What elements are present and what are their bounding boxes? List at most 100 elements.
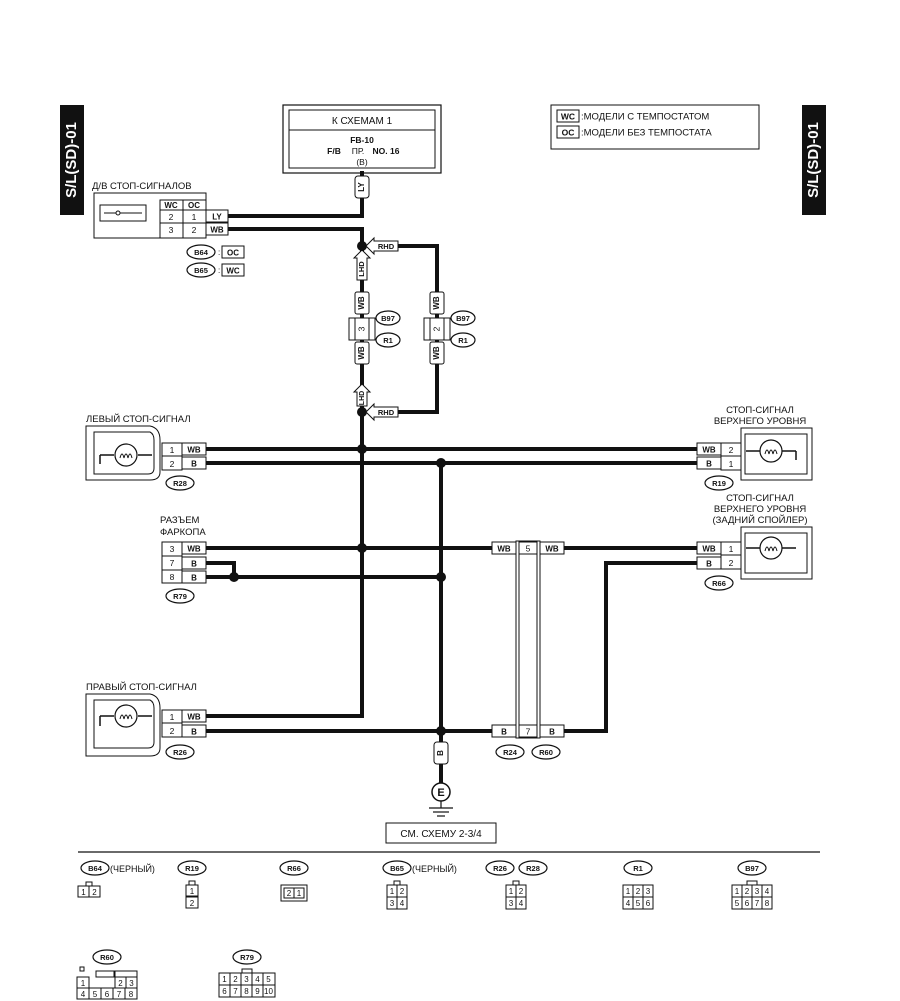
lhd-label-top: LHD xyxy=(357,261,366,277)
right-stop-title: ПРАВЫЙ СТОП-СИГНАЛ xyxy=(86,681,197,693)
conn-tag-b65: B65 xyxy=(194,266,208,275)
pin: 2 xyxy=(190,899,195,908)
conn-tag-r28: R28 xyxy=(173,479,187,488)
side-tab-right: S/L(SD)-01 xyxy=(802,105,826,215)
inline-pin-3: 3 xyxy=(356,326,366,331)
switch-col-wc: WC xyxy=(164,201,178,210)
right-stop-wire-b: B xyxy=(191,728,197,737)
junction-dot xyxy=(436,458,446,468)
right-stop-wire-wb: WB xyxy=(187,713,201,722)
pin: 1 xyxy=(390,887,395,896)
left-stop-title: ЛЕВЫЙ СТОП-СИГНАЛ xyxy=(86,413,191,425)
pin: 8 xyxy=(244,987,249,996)
conn-tag-r66: R66 xyxy=(712,579,726,588)
conn-face-r26-label: R26 xyxy=(493,864,507,873)
conn-tag-b97-rhd: B97 xyxy=(456,314,470,323)
spoiler-stop-wire-wb: WB xyxy=(702,545,716,554)
wire-label-wb: WB xyxy=(357,346,366,360)
legend-wc-code: WC xyxy=(561,112,575,122)
junctions xyxy=(229,241,446,736)
pin: 3 xyxy=(509,899,514,908)
legend-oc-code: OC xyxy=(562,128,575,138)
right-stop-pin2: 2 xyxy=(170,726,175,736)
top-box-fb: FB-10 xyxy=(350,135,374,145)
lhd-arrow-top: LHD xyxy=(352,249,372,281)
trailer-wire-b8: B xyxy=(191,574,197,583)
pin: 1 xyxy=(81,888,86,897)
pin: 8 xyxy=(765,899,770,908)
switch-wire-wb: WB xyxy=(210,226,224,235)
r24-pin-7: 7 xyxy=(526,727,531,737)
ground-ref: СМ. СХЕМУ 2-3/4 xyxy=(400,829,482,840)
spoiler-stop-title1: СТОП-СИГНАЛ xyxy=(726,493,794,504)
conn-face-r60-label: R60 xyxy=(100,953,114,962)
pin: 3 xyxy=(646,887,651,896)
rhd-label-bottom: RHD xyxy=(378,408,395,417)
pin: 1 xyxy=(81,979,86,988)
conn-tag-r26: R26 xyxy=(173,748,187,757)
trailer-title1: РАЗЪЕМ xyxy=(160,515,200,526)
conn-face-r19-label: R19 xyxy=(185,864,199,873)
ground-point: B E СМ. СХЕМУ 2-3/4 xyxy=(385,741,497,844)
wire-label-ly-text: LY xyxy=(357,182,366,192)
legend: WC :МОДЕЛИ С ТЕМПОСТАТОМ OC :МОДЕЛИ БЕЗ … xyxy=(550,104,760,150)
pin: 6 xyxy=(222,987,227,996)
legend-wc-text: :МОДЕЛИ С ТЕМПОСТАТОМ xyxy=(581,112,709,123)
pin: 9 xyxy=(255,987,260,996)
top-box-pr-label: ПР. xyxy=(352,146,365,156)
switch-b64-val: OC xyxy=(227,249,239,258)
conn-face-b64-label: B64 xyxy=(88,864,103,873)
pin: 2 xyxy=(287,889,292,898)
trailer-title2: ФАРКОПА xyxy=(160,527,206,538)
connector-r79: R79 1 2 3 4 5 6 7 8 9 10 xyxy=(218,949,276,998)
inline-connector-lhd: WB 3 WB B97 R1 xyxy=(348,291,401,365)
connector-b64: B64 (ЧЕРНЫЙ) 1 2 xyxy=(77,860,155,898)
pin: 2 xyxy=(519,887,524,896)
pin: 5 xyxy=(266,975,271,984)
switch-b65-val: WC xyxy=(226,267,240,276)
pin: 1 xyxy=(735,887,740,896)
junction-dot xyxy=(436,572,446,582)
conn-face-r1-label: R1 xyxy=(633,864,643,873)
pin: 3 xyxy=(755,887,760,896)
connector-r60: R60 1 2 3 4 5 6 7 8 xyxy=(76,949,138,1000)
pin: 2 xyxy=(636,887,641,896)
conn-tag-r60: R60 xyxy=(539,748,553,757)
top-reference-box: К СХЕМАМ 1 FB-10 F/B ПР. NO. 16 (B) xyxy=(282,104,442,174)
pin: 7 xyxy=(755,899,760,908)
r24-wire-b-out: B xyxy=(549,728,555,737)
conn-tag-b64: B64 xyxy=(194,248,209,257)
switch-r1-oc: 1 xyxy=(192,212,197,222)
conn-face-b97-label: B97 xyxy=(745,864,759,873)
trailer-connector: РАЗЪЕМ ФАРКОПА 3 7 8 WB B B R79 xyxy=(160,515,207,604)
junction-dot xyxy=(229,572,239,582)
r24-wire-wb-in: WB xyxy=(497,545,511,554)
pin: 5 xyxy=(735,899,740,908)
trailer-pin-3: 3 xyxy=(170,544,175,554)
pin: 10 xyxy=(264,987,273,996)
trailer-pin-7: 7 xyxy=(170,558,175,568)
left-stop-wire-b: B xyxy=(191,460,197,469)
pin: 3 xyxy=(129,979,134,988)
conn-tag-r19: R19 xyxy=(712,479,726,488)
switch-r2-wc: 3 xyxy=(169,225,174,235)
conn-tag-r1-lhd: R1 xyxy=(383,336,393,345)
high-stop-pin-top: 2 xyxy=(729,445,734,455)
junction-dot xyxy=(436,726,446,736)
pin: 1 xyxy=(190,887,195,896)
high-stop-title1: СТОП-СИГНАЛ xyxy=(726,405,794,416)
pin: 2 xyxy=(400,887,405,896)
pin: 4 xyxy=(765,887,770,896)
junction-dot xyxy=(357,407,367,417)
pin: 5 xyxy=(93,990,98,999)
pin: 1 xyxy=(626,887,631,896)
r24-pin-5: 5 xyxy=(526,544,531,554)
conn-face-r28-label: R28 xyxy=(526,864,540,873)
lhd-arrow-bottom: LHD xyxy=(352,383,372,407)
pin: 5 xyxy=(636,899,641,908)
svg-text::: : xyxy=(218,248,220,257)
ground-wire-b: B xyxy=(436,750,445,756)
spoiler-stop-light: СТОП-СИГНАЛ ВЕРХНЕГО УРОВНЯ (ЗАДНИЙ СПОЙ… xyxy=(696,493,813,591)
r24-wire-wb-out: WB xyxy=(545,545,559,554)
spoiler-stop-pin-bottom: 2 xyxy=(729,558,734,568)
